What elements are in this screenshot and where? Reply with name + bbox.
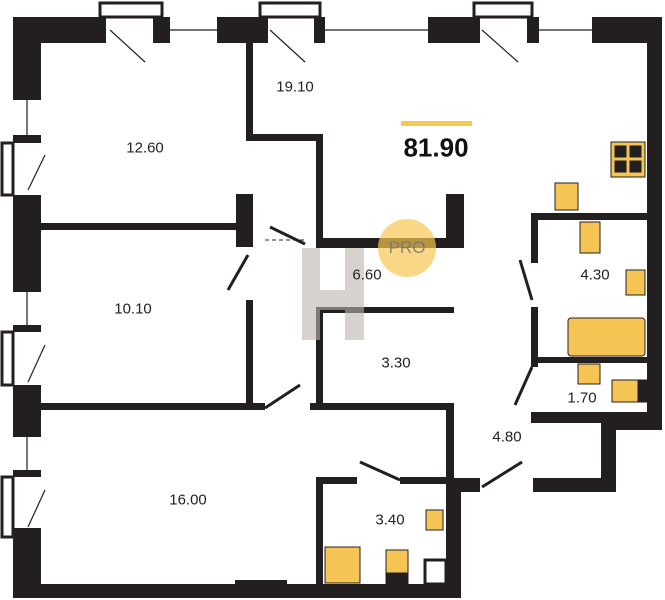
room-area-kitchen-living: 19.10	[276, 78, 314, 96]
walls	[13, 17, 662, 598]
room-area-bathroom-small: 3.40	[375, 511, 405, 529]
sink-icon	[425, 509, 444, 531]
room-area-hall: 6.60	[352, 266, 382, 284]
total-area-bar	[401, 121, 472, 126]
room-area-bedroom-top: 12.60	[126, 139, 164, 157]
shower-icon	[324, 546, 361, 584]
toilet-icon	[579, 221, 601, 254]
pro-badge: PRO	[378, 219, 436, 277]
fixtures	[324, 141, 648, 586]
doors	[226, 225, 534, 489]
bathtub-icon	[567, 317, 646, 357]
toilet-icon	[611, 379, 639, 403]
room-area-bathroom: 4.30	[580, 266, 610, 284]
room-area-bedroom-middle: 10.10	[114, 300, 152, 318]
windows	[0, 1, 592, 539]
sink-icon	[577, 363, 601, 385]
room-area-wc: 1.70	[567, 389, 597, 407]
total-area: 81.90	[403, 132, 469, 163]
room-area-corridor: 3.30	[381, 354, 411, 372]
watermark	[302, 248, 364, 340]
toilet-icon	[385, 549, 409, 574]
room-area-entrance: 4.80	[492, 428, 522, 446]
room-area-bedroom-large: 16.00	[169, 491, 207, 509]
sink-icon	[554, 182, 579, 211]
sink-icon	[625, 269, 646, 296]
